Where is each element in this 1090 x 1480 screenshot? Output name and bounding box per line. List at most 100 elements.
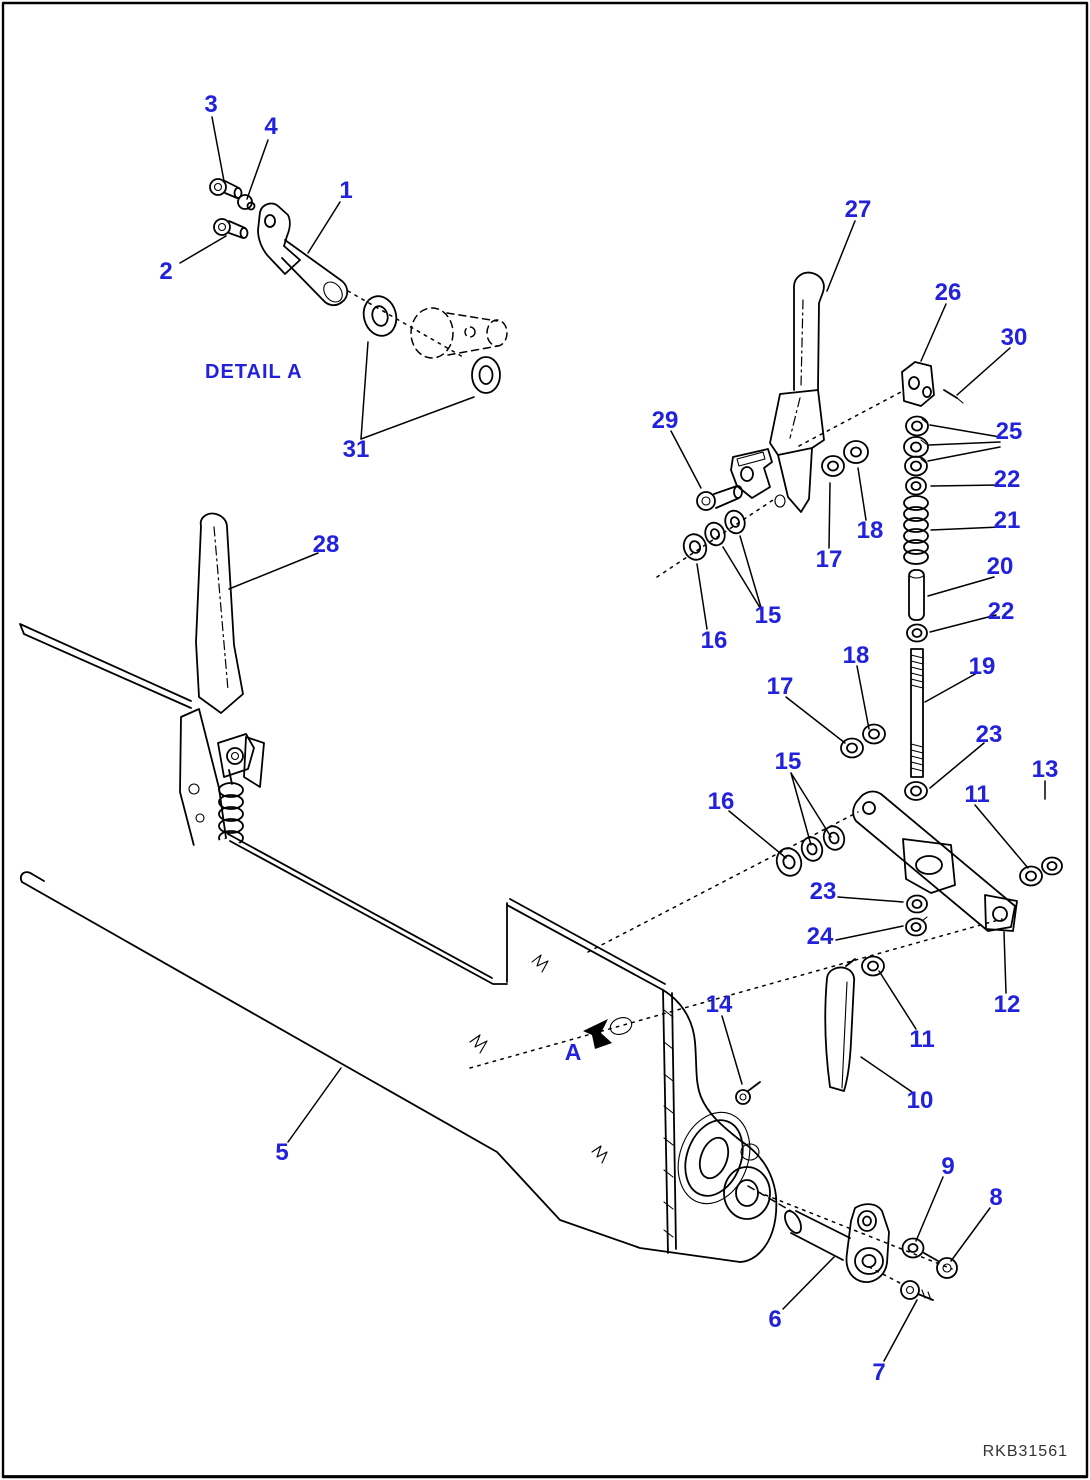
bolt-14: [736, 1082, 760, 1104]
view-a-label: A: [565, 1039, 582, 1065]
callout-label: 4: [264, 113, 278, 140]
callout-label: 23: [976, 721, 1003, 748]
lever-28-assembly: [20, 514, 264, 858]
callout-label: 14: [706, 991, 733, 1018]
washer-22a: [906, 478, 926, 495]
callout-label: 22: [994, 466, 1021, 493]
long-rod: [20, 624, 191, 708]
pivot-6-assembly: [782, 1204, 957, 1300]
leader-line: [884, 1300, 917, 1361]
leader-line: [836, 926, 903, 940]
plate-tab: [985, 895, 1017, 931]
leader-line: [740, 536, 762, 611]
leader-line: [308, 202, 340, 253]
spring-21: [904, 496, 928, 564]
callout-label: 1: [339, 177, 352, 204]
nut-13: [1042, 858, 1062, 875]
nut-17-lower: [841, 739, 863, 758]
callout-label: 9: [941, 1153, 954, 1180]
leader-line: [928, 447, 1000, 461]
leader-line: [671, 431, 701, 488]
washer-11a: [1020, 867, 1042, 886]
detail-a-label: DETAIL A: [205, 361, 303, 383]
leader-line: [951, 1208, 990, 1261]
leader-line: [288, 1068, 341, 1142]
leader-line: [729, 811, 786, 858]
leader-line: [1004, 932, 1006, 993]
nut-23a: [905, 782, 927, 800]
washer-24: [906, 917, 927, 936]
callout-label: 16: [701, 627, 728, 654]
detail-a-axis-line: [348, 291, 463, 357]
oval-boss: [666, 1102, 762, 1214]
rod-19: [911, 649, 923, 777]
leader-line: [931, 527, 1000, 530]
callout-label: 18: [857, 517, 884, 544]
washers-15-16-upper: [680, 508, 748, 563]
bolt-7: [901, 1281, 933, 1300]
callout-label: 20: [987, 553, 1014, 580]
detail-a-assembly: [210, 179, 507, 393]
leader-line: [861, 1057, 912, 1092]
view-a-arrow-icon: [583, 1019, 612, 1049]
callout-label: 23: [810, 878, 837, 905]
callout-label: 15: [755, 602, 782, 629]
round-boss: [724, 1167, 770, 1219]
leader-line: [838, 897, 903, 902]
leader-line: [916, 1177, 943, 1241]
callout-label: 17: [767, 673, 794, 700]
block-26: [902, 362, 934, 406]
leader-line: [229, 553, 318, 589]
callout-label: 30: [1001, 324, 1028, 351]
leader-line: [722, 1016, 742, 1084]
leader-line: [930, 743, 984, 788]
lever-27-neck: [794, 273, 824, 390]
bolt-8: [924, 1253, 957, 1278]
leader-line: [925, 673, 977, 702]
lever-10-assembly: [825, 957, 884, 1092]
bolt-2: [214, 219, 248, 238]
callout-label: 21: [994, 507, 1021, 534]
panel-5: [21, 834, 777, 1262]
bolt-29: [697, 486, 742, 510]
lever-10: [825, 967, 854, 1091]
lock-washers-25: [904, 417, 928, 476]
leader-line: [928, 577, 994, 596]
pivot-shaft-6: [791, 1211, 850, 1260]
leader-line: [857, 666, 869, 729]
lever-27-assembly: [680, 273, 868, 563]
callout-label: 3: [204, 91, 217, 118]
leader-line: [783, 1257, 834, 1309]
weld-marks: [470, 955, 607, 1163]
leader-line: [247, 140, 268, 199]
callout-label: 5: [275, 1139, 288, 1166]
callout-label: 7: [872, 1359, 885, 1386]
leader-line: [929, 442, 1000, 445]
callout-label: 2: [159, 258, 172, 285]
callout-label: 11: [964, 781, 989, 808]
callout-label: 16: [708, 788, 735, 815]
link-plate-12: [853, 792, 1015, 931]
nut-18-lower: [863, 725, 885, 744]
nut-17-upper: [822, 456, 844, 476]
callout-label: 22: [988, 598, 1015, 625]
leader-line: [697, 564, 707, 629]
callout-label: 25: [996, 418, 1023, 445]
bolt-3: [210, 179, 242, 198]
spring-lower: [219, 770, 243, 845]
callout-label: 19: [969, 653, 996, 680]
washer-22b: [907, 625, 927, 642]
flange-edge: [663, 990, 776, 1262]
callout-label: 28: [313, 531, 340, 558]
lever-handle: [196, 514, 243, 713]
leader-line: [212, 117, 224, 181]
callout-label: 26: [935, 279, 962, 306]
leader-line: [791, 773, 831, 837]
callout-label: 12: [994, 991, 1021, 1018]
leader-line: [930, 425, 1000, 437]
callout-label: 24: [807, 923, 834, 950]
leader-line: [879, 971, 916, 1029]
plate-hub: [903, 839, 955, 893]
callout-label: 8: [989, 1184, 1002, 1211]
